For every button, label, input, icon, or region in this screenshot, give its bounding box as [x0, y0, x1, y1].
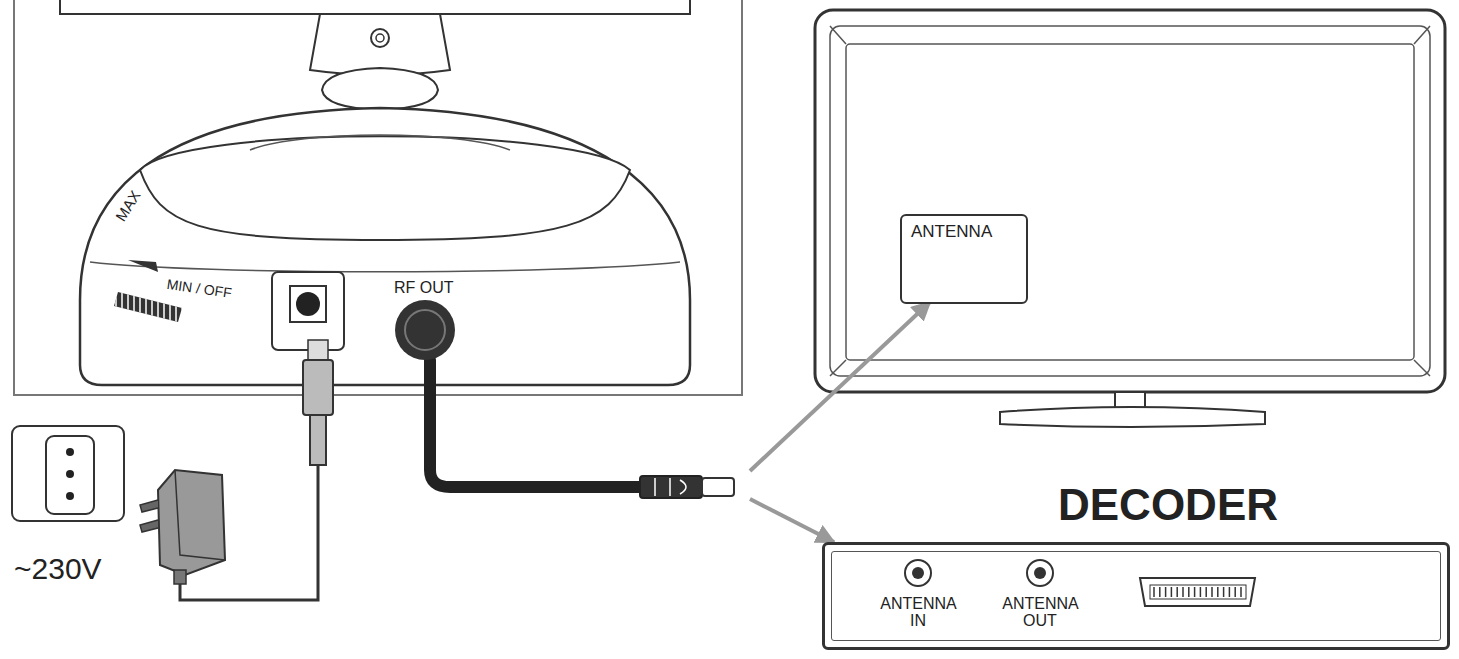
socket-hole [66, 448, 74, 456]
wall-socket [12, 426, 124, 521]
mount-stand [310, 14, 450, 75]
power-adapter [158, 470, 225, 575]
decoder-box: DECODER ANTENNA IN ANTENNA OUT [822, 478, 1450, 650]
power-adapter [175, 470, 225, 560]
voltage-label: ~230V [14, 552, 102, 586]
signal-arrow [750, 499, 834, 542]
dc-plug [303, 360, 333, 415]
tv-foot [1000, 407, 1265, 427]
power-socket [272, 272, 344, 350]
panel-frame [14, 0, 742, 395]
base-top-line [250, 135, 510, 150]
base-seam [90, 262, 680, 272]
screw [376, 34, 384, 42]
coax-plug [640, 476, 702, 498]
antenna-in-label: ANTENNA IN [880, 596, 956, 630]
power-socket [290, 286, 326, 322]
coax-plug [655, 478, 686, 496]
scart-socket [1150, 585, 1246, 599]
antenna-port-box: ANTENNA [900, 214, 1028, 304]
decoder-title: DECODER [1058, 480, 1278, 530]
antenna-out-jack [1027, 560, 1053, 586]
volume-wedge [128, 260, 158, 272]
adapter-strain-relief [174, 570, 186, 584]
power-socket [296, 292, 320, 316]
volume-wheel [114, 292, 182, 322]
mount-neck [322, 68, 438, 110]
coax-cable [430, 360, 645, 487]
signal-arrow [750, 302, 930, 471]
transmitter-panel: MAX MIN / OFF RF OUT [14, 0, 742, 395]
transmitter-base [80, 108, 690, 385]
rf-out-label: RF OUT [394, 279, 454, 297]
antenna-in-jack [912, 567, 924, 579]
scart-socket [1140, 578, 1255, 606]
volume-min-label: MIN / OFF [166, 276, 233, 301]
antenna-label: ANTENNA [911, 222, 992, 242]
volume-max-label: MAX [112, 187, 144, 224]
screw [371, 29, 389, 47]
tv-screen-back [846, 44, 1414, 360]
adapter-pins [140, 500, 158, 532]
tv-bezel [830, 26, 1430, 376]
tv-body [815, 10, 1445, 392]
tv-bezel [830, 26, 1430, 376]
socket-hole [66, 470, 74, 478]
tv-edge [60, 0, 690, 14]
base-top [140, 136, 630, 240]
dc-plug-tip [308, 340, 328, 360]
coax-plug-tip [702, 478, 734, 496]
volume-wheel [114, 292, 182, 322]
rf-connector [395, 300, 455, 360]
wall-socket [46, 436, 94, 514]
antenna-out-jack [1034, 567, 1046, 579]
antenna-in-jack [905, 560, 931, 586]
dc-plug [310, 415, 326, 465]
socket-hole [66, 492, 74, 500]
scart-pins [1154, 587, 1241, 597]
antenna-out-label: ANTENNA OUT [1002, 596, 1078, 630]
rf-connector [405, 310, 445, 350]
